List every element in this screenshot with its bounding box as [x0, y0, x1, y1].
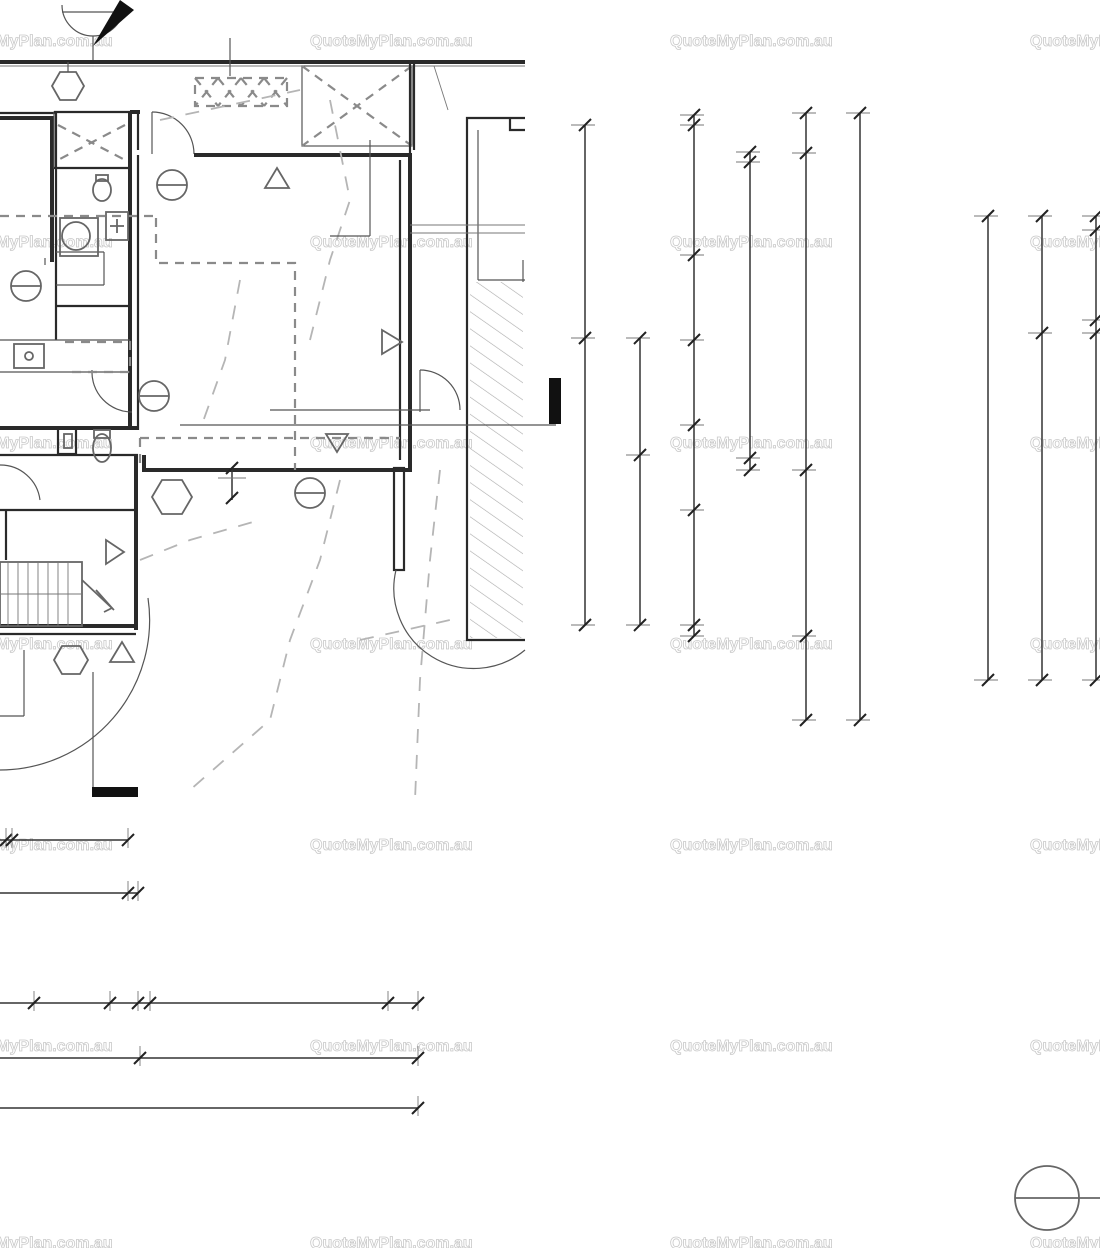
- watermark-text: QuoteMyPlan.com.au: [310, 234, 473, 251]
- boundary-line: [0, 38, 525, 150]
- storage-area: [193, 65, 413, 147]
- switch-triangle-icon: [324, 433, 350, 454]
- electrical-symbols: [0, 62, 1100, 1231]
- dimension-lines: [0, 106, 1100, 1116]
- switch-triangle-icon: [108, 640, 136, 663]
- basin-icon: [13, 343, 45, 369]
- switch-triangle-icon: [263, 166, 291, 189]
- side-passage: [180, 116, 561, 642]
- power-outlet-icon: [52, 645, 90, 675]
- watermark-text: QuoteMyPlan.com.au: [670, 636, 833, 653]
- watermark-text: QuoteMyPlan.com.au: [1030, 1038, 1100, 1055]
- watermark-text: QuoteMyPlan.com.au: [1030, 837, 1100, 854]
- power-outlet-icon: [50, 62, 86, 101]
- staircase-icon: [0, 561, 115, 627]
- watermark-text: QuoteMyPlan.com.au: [1030, 435, 1100, 452]
- ceiling-light-icon: [294, 477, 326, 509]
- switch-triangle-icon: [105, 538, 126, 566]
- toilet-icon: [92, 429, 112, 463]
- basin-icon: [105, 211, 129, 241]
- watermark-text: QuoteMyPlan.com.au: [670, 1235, 833, 1248]
- watermark-text: QuoteMyPlan.com.au: [310, 1235, 473, 1248]
- ceiling-light-icon: [156, 169, 188, 201]
- watermark-text: QuoteMyPlan.com.au: [310, 33, 473, 50]
- switch-triangle-icon: [381, 328, 404, 356]
- watermark-text: QuoteMyPlan.com.au: [1030, 1235, 1100, 1248]
- watermark-text: QuoteMyPlan.com.au: [670, 33, 833, 50]
- watermark-text: QuoteMyPlan.com.au: [670, 837, 833, 854]
- watermark-text: QuoteMyPlan.com.au: [0, 435, 113, 452]
- north-arrow-icon: [61, 0, 134, 62]
- fixtures: [0, 174, 129, 627]
- watermark-text: QuoteMyPlan.com.au: [310, 636, 473, 653]
- ceiling-light-icon: [10, 270, 42, 302]
- watermark-text: QuoteMyPlan.com.au: [310, 837, 473, 854]
- dashed-service-lines: [0, 89, 451, 801]
- watermark-text: QuoteMyPlan.com.au: [1030, 636, 1100, 653]
- watermark-text: QuoteMyPlan.com.au: [0, 837, 113, 854]
- watermark-text: QuoteMyPlan.com.au: [1030, 33, 1100, 50]
- door-swings: [0, 369, 526, 771]
- watermark-text: QuoteMyPlan.com.au: [1030, 234, 1100, 251]
- ceiling-light-icon: [1014, 1165, 1100, 1231]
- ceiling-light-icon: [138, 380, 170, 412]
- toilet-icon: [92, 174, 112, 202]
- watermark-text: QuoteMyPlan.com.au: [0, 1235, 113, 1248]
- watermark-text: QuoteMyPlan.com.au: [310, 1038, 473, 1055]
- watermark-text: QuoteMyPlan.com.au: [670, 1038, 833, 1055]
- power-outlet-icon: [150, 479, 194, 515]
- watermark-text: QuoteMyPlan.com.au: [0, 636, 113, 653]
- watermark-text: QuoteMyPlan.com.au: [670, 234, 833, 251]
- watermark-text: QuoteMyPlan.com.au: [670, 435, 833, 452]
- watermark-text: QuoteMyPlan.com.au: [0, 1038, 113, 1055]
- watermark-text: QuoteMyPlan.com.au: [0, 33, 113, 50]
- watermark-layer: QuoteMyPlan.com.auQuoteMyPlan.com.auQuot…: [0, 33, 1100, 1248]
